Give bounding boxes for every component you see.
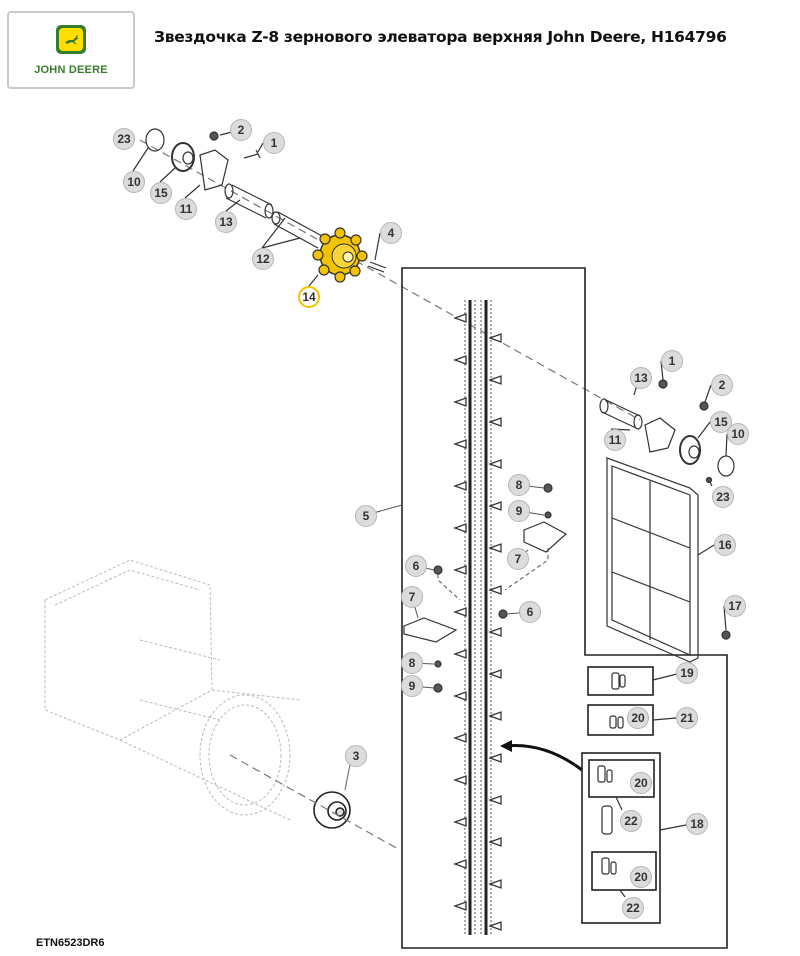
part-callout-13[interactable]: 13 (630, 367, 652, 389)
brand-name: JOHN DEERE (34, 64, 108, 76)
part-callout-20[interactable]: 20 (630, 772, 652, 794)
part-callout-3[interactable]: 3 (345, 745, 367, 767)
part-callout-12[interactable]: 12 (252, 248, 274, 270)
locking-collar-part (145, 128, 165, 152)
part-callout-23[interactable]: 23 (113, 128, 135, 150)
part-callout-13[interactable]: 13 (215, 211, 237, 233)
part-callout-10[interactable]: 10 (727, 423, 749, 445)
part-callout-18[interactable]: 18 (686, 813, 708, 835)
figure-code: ETN6523DR6 (36, 937, 105, 949)
part-callout-20[interactable]: 20 (627, 707, 649, 729)
part-callout-6[interactable]: 6 (519, 601, 541, 623)
highlighted-sprocket-part-14 (312, 227, 368, 283)
part-callout-17[interactable]: 17 (724, 595, 746, 617)
part-callout-8[interactable]: 8 (508, 474, 530, 496)
lower-sprocket-part-3 (313, 791, 351, 829)
page-title: Звездочка Z-8 зернового элеватора верхня… (154, 28, 727, 46)
part-callout-22[interactable]: 22 (620, 810, 642, 832)
leaping-deer-icon (65, 35, 79, 44)
part-callout-1[interactable]: 1 (263, 132, 285, 154)
part-callout-21[interactable]: 21 (676, 707, 698, 729)
part-callout-1[interactable]: 1 (661, 350, 683, 372)
part-callout-15[interactable]: 15 (710, 411, 732, 433)
john-deere-logo: JOHN DEERE (7, 11, 135, 89)
part-callout-22[interactable]: 22 (622, 897, 644, 919)
part-callout-8[interactable]: 8 (401, 652, 423, 674)
part-callout-4[interactable]: 4 (380, 222, 402, 244)
part-callout-7[interactable]: 7 (401, 586, 423, 608)
part-callout-15[interactable]: 15 (150, 182, 172, 204)
part-callout-14[interactable]: 14 (298, 286, 320, 308)
deer-badge-icon (56, 25, 86, 54)
part-callout-9[interactable]: 9 (401, 675, 423, 697)
part-callout-19[interactable]: 19 (676, 662, 698, 684)
part-callout-2[interactable]: 2 (711, 374, 733, 396)
part-callout-16[interactable]: 16 (714, 534, 736, 556)
part-callout-20[interactable]: 20 (630, 866, 652, 888)
part-callout-23[interactable]: 23 (712, 486, 734, 508)
part-callout-2[interactable]: 2 (230, 119, 252, 141)
part-callout-9[interactable]: 9 (508, 500, 530, 522)
part-callout-5[interactable]: 5 (355, 505, 377, 527)
part-callout-11[interactable]: 11 (175, 198, 197, 220)
part-callout-10[interactable]: 10 (123, 171, 145, 193)
part-callout-6[interactable]: 6 (405, 555, 427, 577)
part-callout-7[interactable]: 7 (507, 548, 529, 570)
part-callout-11[interactable]: 11 (604, 429, 626, 451)
